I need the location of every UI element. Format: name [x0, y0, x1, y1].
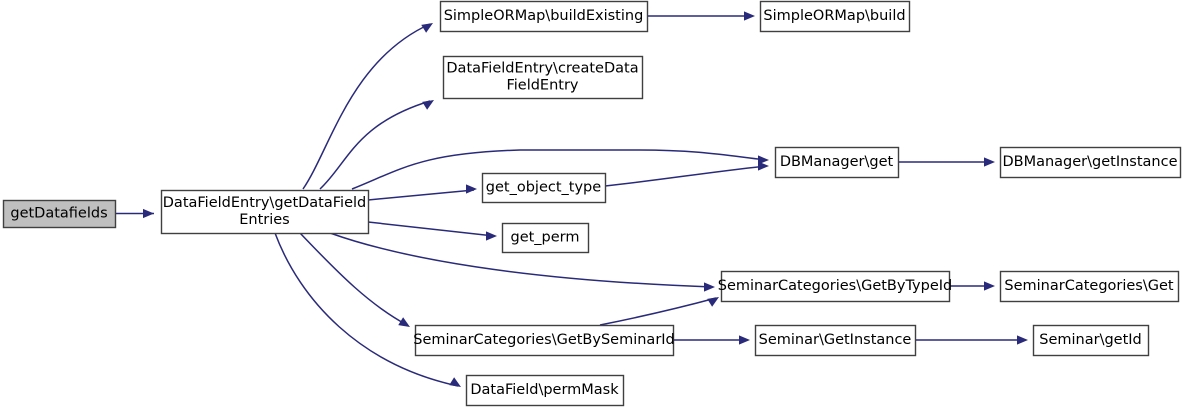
node-box[interactable] — [754, 324, 917, 357]
graph-edge-get_object_type-to-dbmanager_get — [604, 165, 767, 187]
node-box[interactable] — [465, 374, 625, 407]
node-box[interactable] — [720, 270, 951, 303]
node-box[interactable] — [774, 146, 900, 179]
graph-edge-getDataFieldEntries-to-GetByTypeId — [329, 232, 713, 288]
node-box[interactable] — [442, 55, 644, 100]
node-box[interactable] — [439, 0, 649, 33]
arrowhead-icon — [984, 157, 995, 167]
node-box[interactable] — [759, 0, 911, 33]
graph-node-permMask[interactable]: DataField\permMask — [465, 374, 625, 407]
arrowhead-icon — [422, 100, 434, 110]
node-label: DataFieldEntry\createData — [446, 61, 638, 77]
arrowhead-icon — [744, 11, 755, 21]
node-label: Entries — [239, 212, 290, 228]
graph-edge-getDataFieldEntries-to-get_perm — [367, 221, 495, 237]
graph-edge-getDataFieldEntries-to-get_object_type — [367, 189, 475, 201]
arrowhead-icon — [1017, 335, 1028, 345]
arrowhead-icon — [758, 155, 769, 165]
graph-node-dbmanager_get[interactable]: DBManager\get — [774, 146, 900, 179]
graph-edges-layer — [115, 11, 1028, 387]
graph-node-dbmanager_getInstance[interactable]: DBManager\getInstance — [999, 146, 1182, 179]
graph-node-getDatafields[interactable]: getDatafields — [2, 199, 117, 229]
node-label: DataField\permMask — [470, 382, 619, 398]
arrowhead-icon — [707, 297, 719, 307]
node-label: Seminar\GetInstance — [759, 332, 912, 348]
arrowhead-icon — [486, 231, 497, 241]
arrowhead-icon — [984, 281, 995, 291]
graph-node-get_perm[interactable]: get_perm — [501, 222, 590, 254]
node-label: SimpleORMap\buildExisting — [444, 8, 644, 24]
node-label: getDatafields — [10, 206, 107, 222]
node-label: DBManager\get — [780, 154, 894, 170]
node-label: Seminar\getId — [1039, 332, 1142, 348]
node-box[interactable] — [2, 199, 117, 229]
graph-edge-getDataFieldEntries-to-permMask — [274, 232, 459, 387]
node-box[interactable] — [414, 324, 675, 357]
graph-node-Seminar_getId[interactable]: Seminar\getId — [1032, 324, 1150, 357]
node-label: get_object_type — [486, 180, 601, 196]
node-box[interactable] — [481, 172, 607, 204]
graph-node-GetBySeminarId[interactable]: SeminarCategories\GetBySeminarId — [413, 324, 675, 357]
node-box[interactable] — [999, 270, 1180, 303]
graph-node-get_object_type[interactable]: get_object_type — [481, 172, 607, 204]
node-label: SeminarCategories\GetBySeminarId — [413, 332, 675, 348]
arrowhead-icon — [449, 377, 461, 387]
graph-node-GetByTypeId[interactable]: SeminarCategories\GetByTypeId — [718, 270, 953, 303]
arrowhead-icon — [739, 335, 750, 345]
arrowhead-icon — [466, 184, 477, 194]
graph-edge-getDataFieldEntries-to-dbmanager_get — [351, 149, 767, 190]
node-label: SeminarCategories\GetByTypeId — [718, 278, 953, 294]
graph-edge-getDataFieldEntries-to-createDataFieldEntry — [319, 100, 431, 190]
graph-edge-GetBySeminarId-to-GetByTypeId — [599, 297, 717, 326]
arrowhead-icon — [398, 317, 410, 327]
graph-edge-getDataFieldEntries-to-GetBySeminarId — [299, 232, 408, 326]
node-label: DBManager\getInstance — [1002, 154, 1177, 170]
node-box[interactable] — [1032, 324, 1150, 357]
node-label: SeminarCategories\Get — [1004, 278, 1174, 294]
node-box[interactable] — [501, 222, 590, 254]
node-label: DataFieldEntry\getDataField — [163, 195, 366, 211]
node-label: FieldEntry — [506, 78, 578, 94]
graph-node-Seminar_GetInstance[interactable]: Seminar\GetInstance — [754, 324, 917, 357]
node-box[interactable] — [999, 146, 1182, 179]
graph-node-SeminarCategories_Get[interactable]: SeminarCategories\Get — [999, 270, 1180, 303]
node-label: SimpleORMap\build — [763, 8, 905, 24]
graph-node-buildExisting[interactable]: SimpleORMap\buildExisting — [439, 0, 649, 33]
arrowhead-icon — [704, 282, 715, 292]
arrowhead-icon — [421, 23, 433, 33]
arrowhead-icon — [758, 161, 769, 171]
graph-node-build[interactable]: SimpleORMap\build — [759, 0, 911, 33]
arrowhead-icon — [143, 208, 154, 219]
node-label: get_perm — [510, 230, 579, 246]
graph-edge-getDataFieldEntries-to-buildExisting — [302, 23, 431, 190]
node-box[interactable] — [160, 189, 370, 235]
